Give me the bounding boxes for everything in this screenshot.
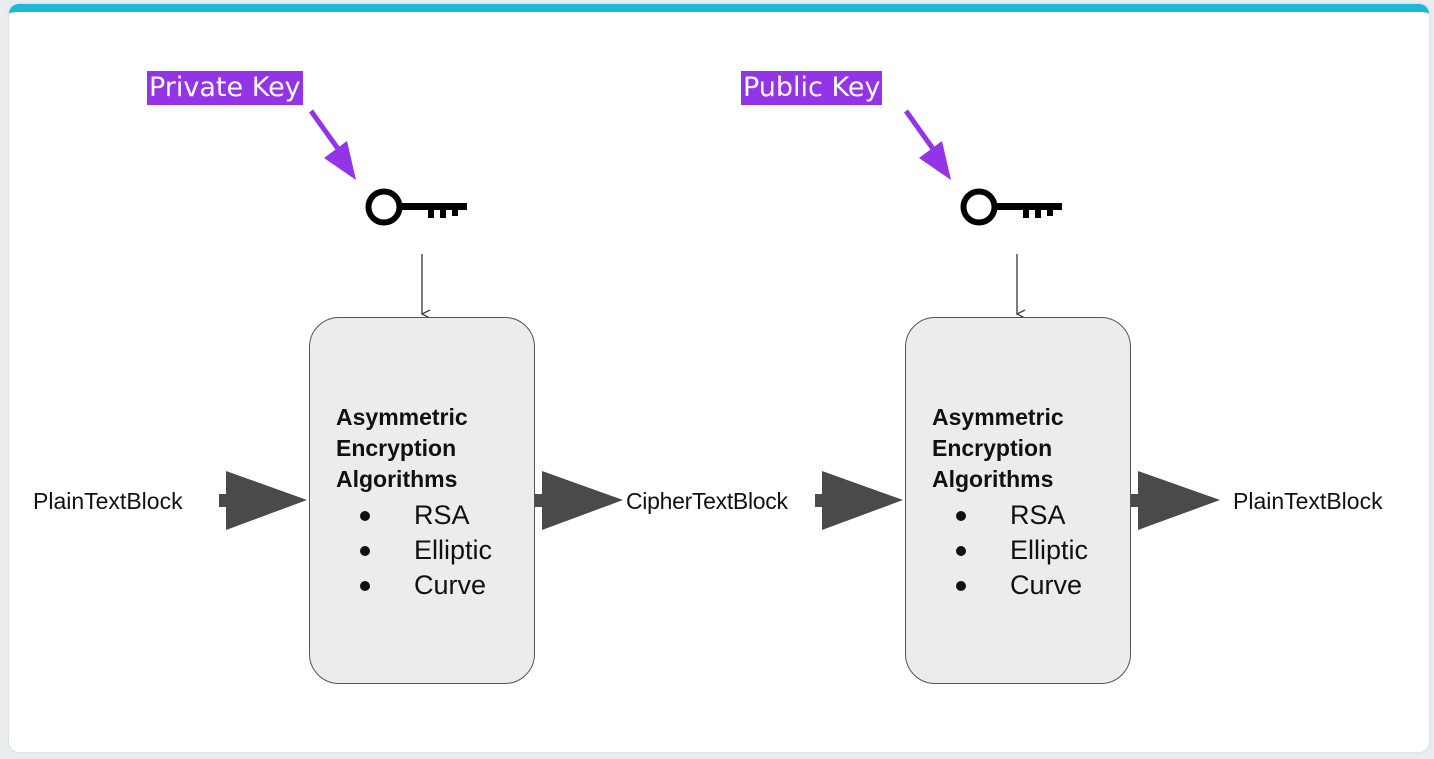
public-key-pointer-arrow [903, 109, 951, 180]
box-title: Asymmetric Encryption Algorithms [932, 402, 1122, 495]
public-key-icon [960, 188, 1062, 226]
output-flow-arrow [1131, 471, 1220, 530]
box2-input-flow-arrow [815, 471, 903, 530]
private-key-icon [365, 188, 467, 226]
input-flow-arrow [219, 471, 307, 530]
algorithm-item: Elliptic [950, 533, 1088, 568]
algorithm-list: RSA Elliptic Curve [354, 498, 492, 603]
algorithm-item: RSA [950, 498, 1088, 533]
private-key-pointer-arrow [308, 109, 356, 180]
box-title: Asymmetric Encryption Algorithms [336, 402, 526, 495]
decryption-algorithm-box: Asymmetric Encryption Algorithms RSA Ell… [905, 317, 1131, 684]
algorithm-list: RSA Elliptic Curve [950, 498, 1088, 603]
box-title-line: Algorithms [336, 466, 458, 492]
public-key-label: Public Key [741, 71, 883, 105]
slide-frame [9, 4, 1429, 752]
box-title-line: Encryption [932, 435, 1053, 461]
box-title-line: Asymmetric [336, 404, 468, 430]
algorithm-item: Elliptic [354, 533, 492, 568]
box-title-line: Encryption [336, 435, 457, 461]
encryption-algorithm-box: Asymmetric Encryption Algorithms RSA Ell… [309, 317, 535, 684]
algorithm-item: RSA [354, 498, 492, 533]
box-title-line: Algorithms [932, 466, 1054, 492]
ciphertext-label: CipherTextBlock [626, 488, 788, 514]
private-key-label: Private Key [147, 71, 303, 105]
box1-output-flow-arrow [535, 471, 623, 530]
box-title-line: Asymmetric [932, 404, 1064, 430]
algorithm-item: Curve [354, 568, 492, 603]
algorithm-item: Curve [950, 568, 1088, 603]
output-plaintext-label: PlainTextBlock [1233, 488, 1383, 514]
input-plaintext-label: PlainTextBlock [33, 488, 183, 514]
